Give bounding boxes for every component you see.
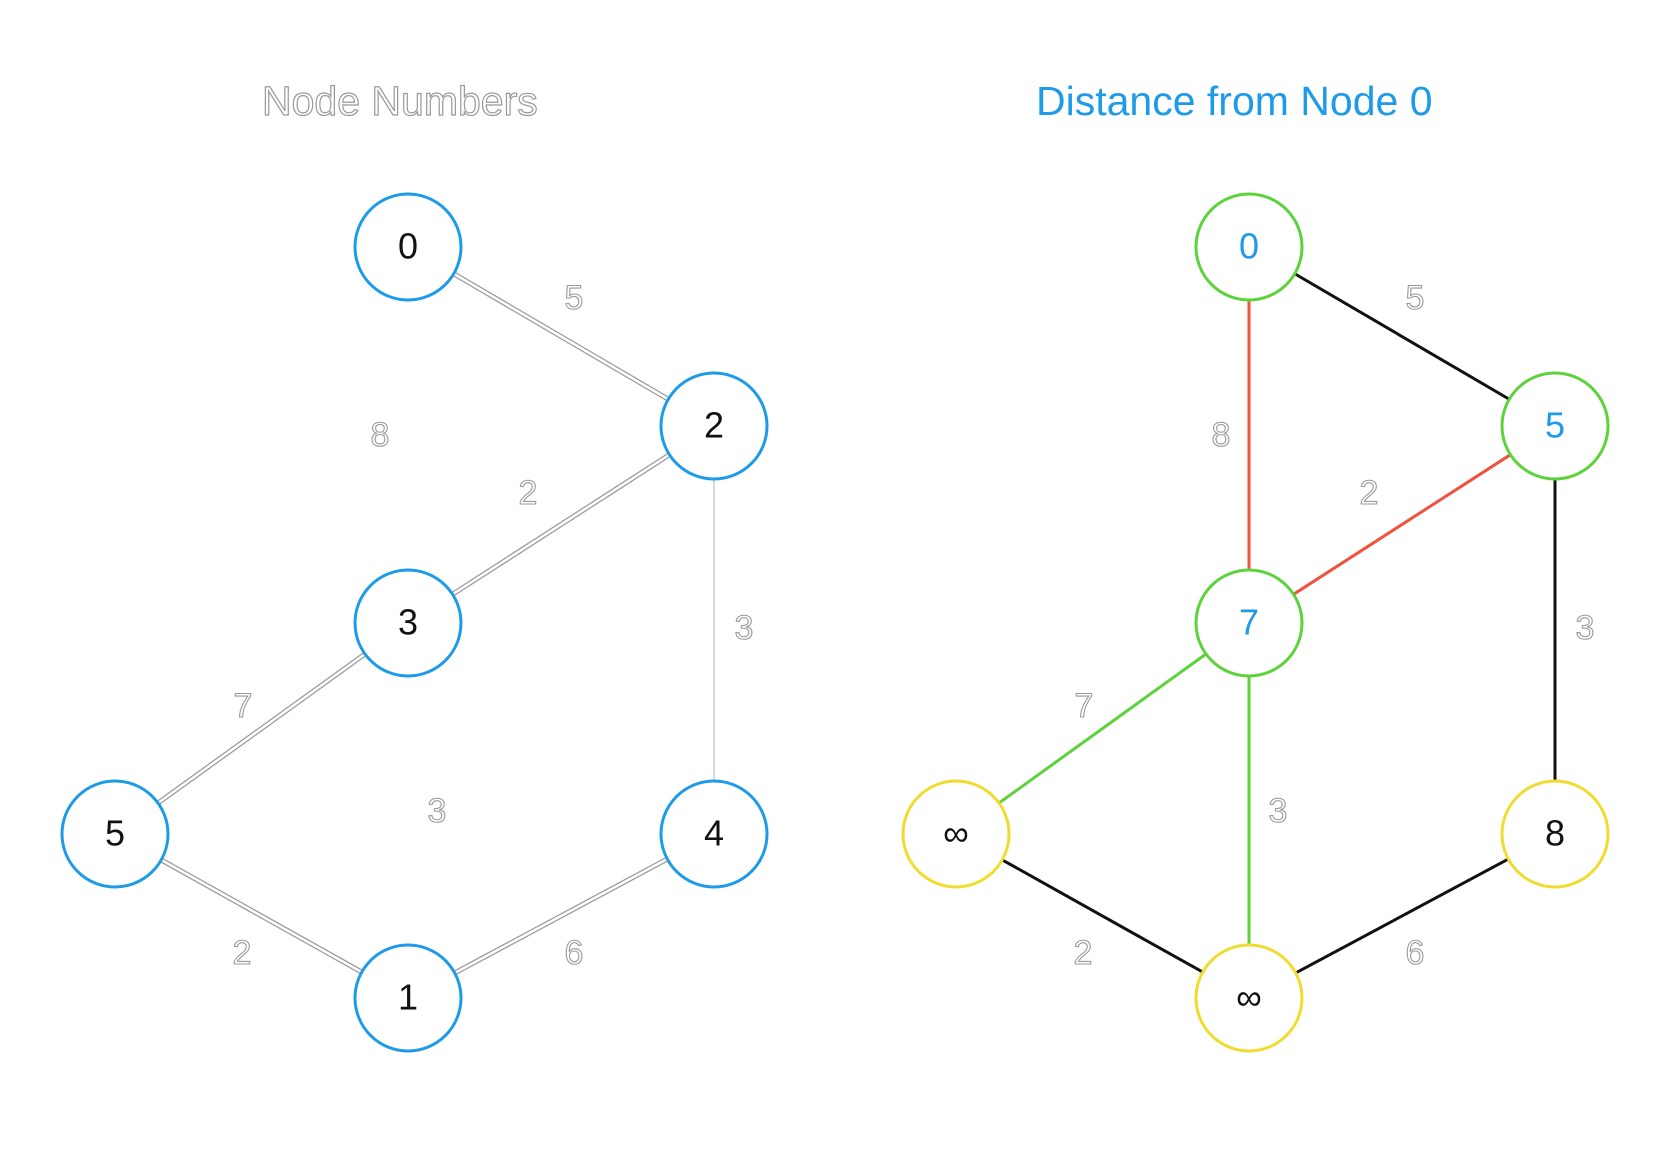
right-node-4: 8 — [1500, 779, 1610, 889]
right-node-0: 0 — [1194, 192, 1304, 302]
right-edge-5-1 — [1001, 858, 1204, 974]
right-edge-weight-5-1: 2 — [1074, 934, 1093, 972]
right-node-1: ∞ — [1194, 943, 1304, 1053]
left-node-2-label: 2 — [704, 405, 724, 446]
left-edge-weight-0-2: 5 — [565, 279, 584, 317]
right-edge-2-3 — [1292, 453, 1512, 596]
left-edge-weight-1-4: 6 — [565, 934, 584, 972]
right-node-1-circle — [1194, 943, 1304, 1053]
left-node-0-label: 0 — [398, 226, 418, 267]
left-edge-weight-2-4: 3 — [735, 609, 754, 647]
right-edge-3-5 — [998, 652, 1207, 805]
right-edge-0-2 — [1293, 272, 1511, 401]
right-edge-weight-1-4: 6 — [1406, 934, 1425, 972]
left-edge-weight-2-3: 2 — [519, 474, 538, 512]
left-node-2: 2 — [659, 371, 769, 481]
node-numbers-title: Node Numbers — [261, 77, 538, 124]
left-node-3-circle — [353, 568, 463, 678]
left-node-1: 1 — [353, 943, 463, 1053]
right-node-3-circle — [1194, 568, 1304, 678]
left-node-3: 3 — [353, 568, 463, 678]
left-edge-5-1-inner — [160, 858, 363, 974]
left-node-4-label: 4 — [704, 813, 724, 854]
left-node-3-label: 3 — [398, 602, 418, 643]
left-edge-0-2-inner — [453, 272, 669, 401]
left-node-1-label: 1 — [398, 977, 418, 1018]
distance-title: Distance from Node 0 — [1036, 78, 1433, 124]
left-node-1-circle — [353, 943, 463, 1053]
right-node-5: ∞ — [901, 779, 1011, 889]
right-node-2: 5 — [1500, 371, 1610, 481]
right-edge-weight-0-2: 5 — [1406, 279, 1425, 317]
left-edge-weight-3-5: 7 — [234, 687, 253, 725]
left-node-5-label: 5 — [105, 813, 125, 854]
right-edge-weight-3-1: 3 — [1269, 792, 1288, 830]
right-node-4-circle — [1500, 779, 1610, 889]
left-free-weight-1: 3 — [428, 792, 447, 830]
right-edge-weight-0-3: 8 — [1212, 416, 1231, 454]
left-edge-weight-5-1: 2 — [233, 934, 252, 972]
left-node-4-circle — [659, 779, 769, 889]
right-edge-weight-2-3: 2 — [1360, 474, 1379, 512]
left-node-0-circle — [353, 192, 463, 302]
left-node-5: 5 — [60, 779, 170, 889]
left-node-4: 4 — [659, 779, 769, 889]
right-edge-weight-2-4: 3 — [1576, 609, 1595, 647]
right-node-5-circle — [901, 779, 1011, 889]
right-node-3-distance: 7 — [1239, 602, 1259, 643]
right-node-3: 7 — [1194, 568, 1304, 678]
right-node-0-distance: 0 — [1239, 226, 1259, 267]
left-edge-3-5-inner — [157, 652, 366, 805]
left-edge-2-3-inner — [451, 453, 671, 596]
right-node-2-distance: 5 — [1545, 405, 1565, 446]
right-node-0-circle — [1194, 192, 1304, 302]
right-edge-1-4 — [1295, 857, 1509, 975]
left-free-weight-0: 8 — [371, 416, 390, 454]
left-node-0: 0 — [353, 192, 463, 302]
right-node-2-circle — [1500, 371, 1610, 481]
right-node-1-distance: ∞ — [1236, 977, 1262, 1018]
right-node-4-distance: 8 — [1545, 813, 1565, 854]
right-edge-weight-3-5: 7 — [1075, 687, 1094, 725]
left-node-5-circle — [60, 779, 170, 889]
left-edge-1-4-inner — [454, 857, 668, 975]
right-node-5-distance: ∞ — [943, 813, 969, 854]
left-node-2-circle — [659, 371, 769, 481]
